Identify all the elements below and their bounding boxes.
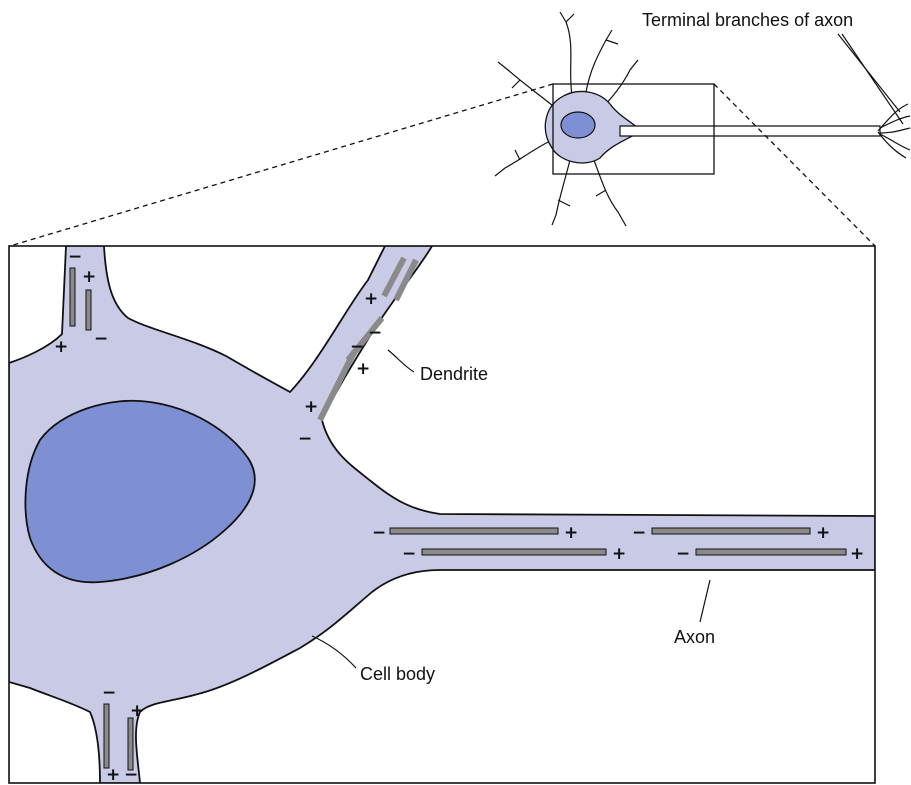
- zoom-projection-right: [714, 84, 875, 246]
- overview-neuron: [495, 12, 910, 226]
- cell-body-label: Cell body: [360, 664, 435, 684]
- terminal-pointer-2: [842, 34, 903, 124]
- sign-plus: +: [54, 337, 68, 357]
- sign-minus: −: [124, 765, 138, 785]
- axon-label: Axon: [674, 627, 715, 647]
- sign-plus: +: [130, 701, 144, 721]
- sign-plus: +: [82, 267, 96, 287]
- sign-minus: −: [102, 683, 116, 703]
- dendrite-label: Dendrite: [420, 364, 488, 384]
- sign-plus: +: [356, 359, 370, 379]
- sign-minus: −: [94, 329, 108, 349]
- sign-minus: −: [298, 429, 312, 449]
- sign-minus: −: [368, 323, 382, 343]
- sign-plus: +: [106, 765, 120, 785]
- terminal-branches-label: Terminal branches of axon: [642, 10, 853, 30]
- sign-minus: −: [68, 247, 82, 267]
- sign-plus: +: [304, 397, 318, 417]
- sign-plus: +: [850, 544, 864, 564]
- sign-plus: +: [816, 523, 830, 543]
- overview-nucleus: [561, 112, 595, 138]
- sign-minus: −: [632, 523, 646, 543]
- sign-plus: +: [364, 289, 378, 309]
- sign-minus: −: [350, 337, 364, 357]
- sign-plus: +: [564, 523, 578, 543]
- sign-minus: −: [402, 544, 416, 564]
- sign-minus: −: [676, 544, 690, 564]
- overview-terminal-branches: [878, 104, 910, 158]
- zoom-projection-left: [10, 84, 553, 246]
- enlarged-panel: − + + − + − − + + − − + − + − + − + − + …: [9, 246, 875, 785]
- sign-plus: +: [612, 544, 626, 564]
- overview-axon: [620, 126, 880, 136]
- sign-minus: −: [372, 523, 386, 543]
